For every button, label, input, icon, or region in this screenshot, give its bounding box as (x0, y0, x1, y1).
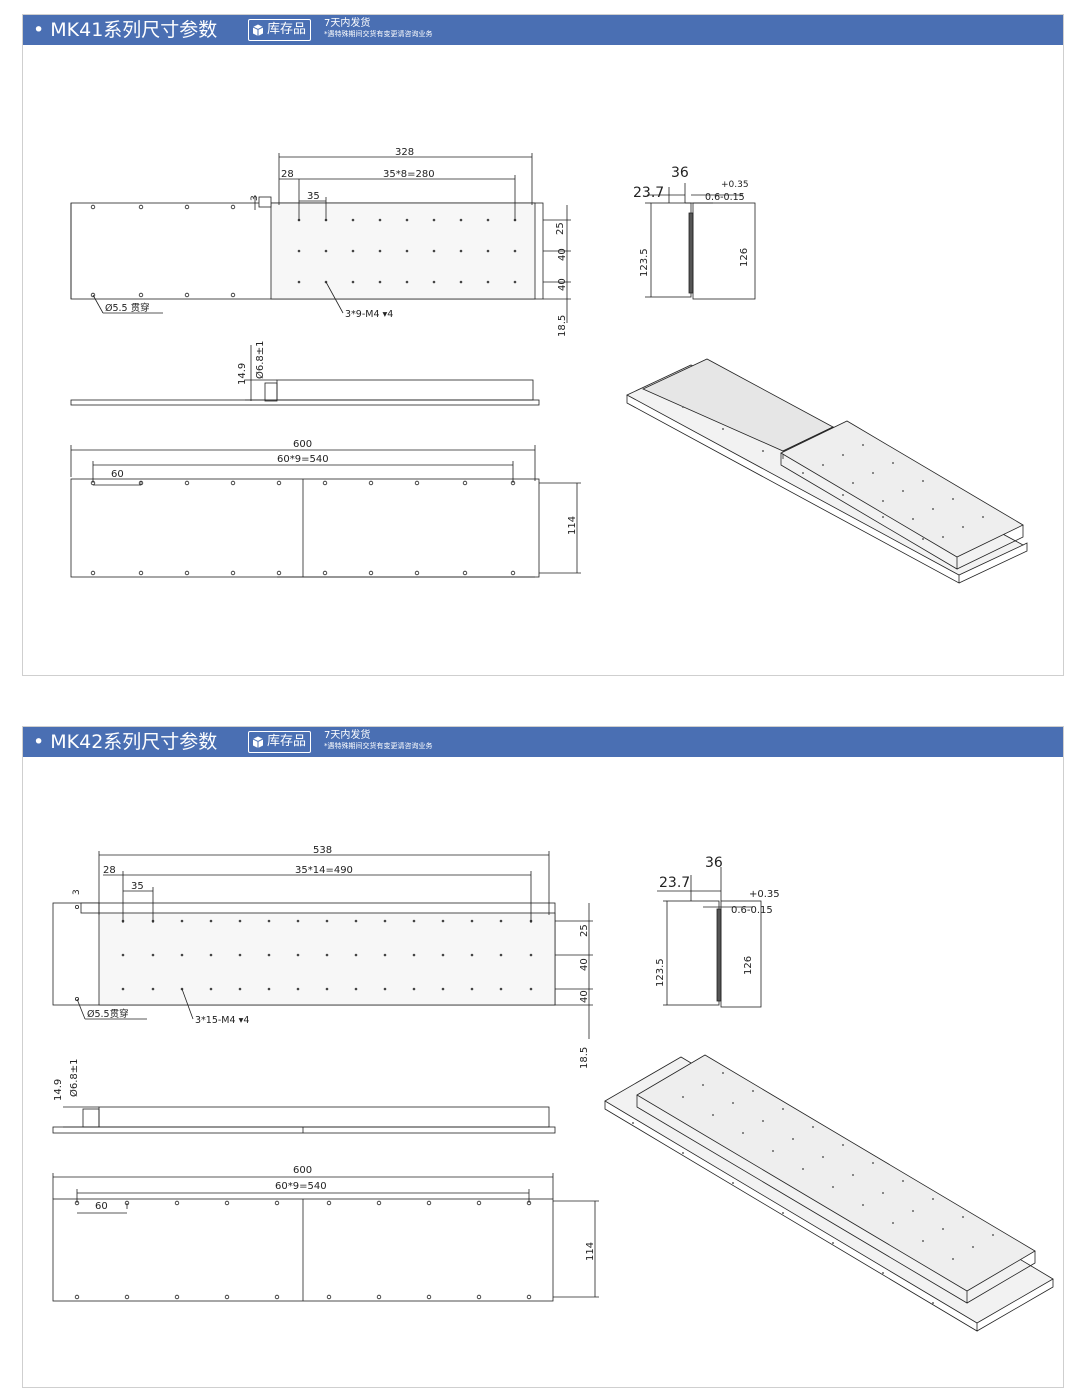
stock-badge-label: 库存品 (267, 22, 307, 37)
dim-end-1235: 123.5 (639, 248, 650, 277)
ship-note: *遇特殊期间交货有变更请咨询业务 (324, 742, 433, 750)
dim-base-span: 60*9=540 (275, 1181, 327, 1192)
dim-end-tol-plus: +0.35 (721, 180, 749, 190)
end-view (645, 183, 756, 300)
dim-hole-note: Ø5.5贯穿 (87, 1008, 129, 1020)
mk42-section: • MK42系列尺寸参数 库存品 7天内发货 *遇特殊期间交货有变更请咨询业务 (22, 726, 1064, 1388)
dim-right-185: 18.5 (557, 315, 568, 337)
dim-base-pitch: 60 (95, 1201, 108, 1212)
dim-step: 3 (250, 195, 260, 201)
box-icon (252, 24, 264, 36)
box-icon (252, 736, 264, 748)
section-header: • MK41系列尺寸参数 库存品 7天内发货 *遇特殊期间交货有变更请咨询业务 (23, 15, 1063, 45)
stock-badge: 库存品 (248, 19, 312, 41)
dim-right-40b: 40 (579, 990, 590, 1003)
dim-end-tol-plus: +0.35 (749, 889, 780, 900)
ship-time: 7天内发货 (324, 730, 371, 741)
dim-top-pitch: 35 (131, 881, 144, 892)
dim-top-pitch: 35 (307, 191, 320, 202)
dim-right-185: 18.5 (579, 1047, 590, 1069)
dim-right-40a: 40 (579, 958, 590, 971)
dim-end-126: 126 (739, 248, 750, 267)
dim-top-span: 35*8=280 (383, 169, 435, 180)
dim-base-height: 114 (567, 516, 578, 535)
bottom-view (52, 1173, 599, 1302)
dim-right-25: 25 (555, 222, 566, 235)
dim-end-tol: 0.6-0.15 (705, 192, 745, 203)
dim-right-25: 25 (579, 924, 590, 937)
stock-badge: 库存品 (248, 731, 312, 753)
side-view (70, 345, 540, 406)
isometric-view (604, 1054, 1054, 1332)
dim-end-237: 23.7 (633, 185, 664, 201)
dim-side-149: 14.9 (237, 363, 248, 385)
section-title: • MK41系列尺寸参数 (33, 19, 218, 41)
dim-top-first: 28 (281, 169, 294, 180)
stock-badge-label: 库存品 (267, 734, 307, 749)
dim-side-68: Ø6.8±1 (254, 340, 266, 379)
dim-base-pitch: 60 (111, 469, 124, 480)
top-view (70, 153, 571, 323)
dim-top-total: 328 (395, 147, 414, 158)
dim-end-36: 36 (705, 855, 723, 871)
dim-tap-note: 3*9-M4 ▾4 (345, 309, 393, 320)
dim-right-40b: 40 (557, 278, 568, 291)
mk41-drawing: 328 28 35*8=280 35 3 Ø5.5 贯穿 3*9-M4 ▾4 2… (70, 147, 1028, 584)
dim-base-total: 600 (293, 1165, 312, 1176)
dim-top-total: 538 (313, 845, 332, 856)
dim-base-span: 60*9=540 (277, 454, 329, 465)
dim-end-237: 23.7 (659, 875, 690, 891)
section-header: • MK42系列尺寸参数 库存品 7天内发货 *遇特殊期间交货有变更请咨询业务 (23, 727, 1063, 757)
mk41-section: • MK41系列尺寸参数 库存品 7天内发货 *遇特殊期间交货有变更请咨询业务 (22, 14, 1064, 676)
dim-step: 3 (72, 889, 82, 895)
ship-note: *遇特殊期间交货有变更请咨询业务 (324, 30, 433, 38)
ship-time: 7天内发货 (324, 18, 371, 29)
dim-hole-note: Ø5.5 贯穿 (105, 302, 150, 314)
top-view (52, 851, 593, 1039)
dim-top-first: 28 (103, 865, 116, 876)
side-view (52, 1106, 556, 1134)
isometric-view (626, 358, 1028, 584)
dim-base-height: 114 (585, 1242, 596, 1261)
dim-end-1235: 123.5 (655, 958, 666, 987)
tap-holes (297, 218, 517, 284)
dim-end-36: 36 (671, 165, 689, 181)
dim-right-40a: 40 (557, 248, 568, 261)
end-view (657, 867, 762, 1008)
dim-tap-note: 3*15-M4 ▾4 (195, 1015, 249, 1026)
bottom-view (70, 445, 581, 578)
dim-end-tol: 0.6-0.15 (731, 905, 773, 916)
dim-side-149: 14.9 (53, 1079, 64, 1101)
dim-top-span: 35*14=490 (295, 865, 353, 876)
mk42-drawing: 538 28 35*14=490 35 3 Ø5.5贯穿 3*15-M4 ▾4 … (52, 845, 1054, 1332)
dim-side-68: Ø6.8±1 (68, 1058, 80, 1097)
dim-base-total: 600 (293, 439, 312, 450)
dim-end-126: 126 (743, 956, 754, 975)
section-title: • MK42系列尺寸参数 (33, 731, 218, 753)
